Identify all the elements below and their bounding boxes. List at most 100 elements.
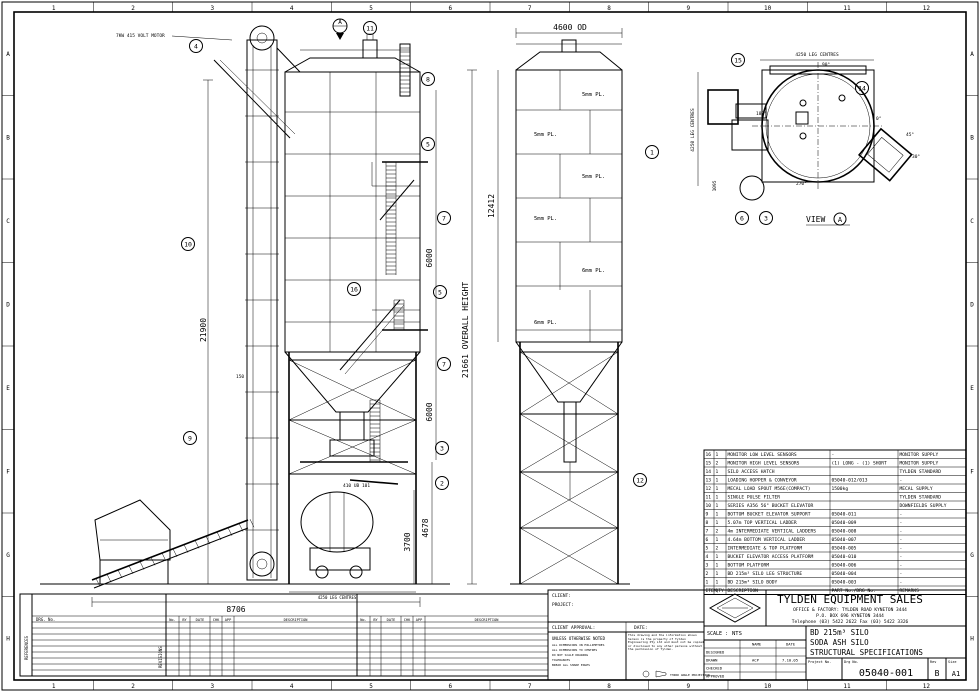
parts-list-cell: 1 [716,495,719,501]
parts-list-cell: 2 [716,546,719,552]
parts-list-cell: 1 [716,512,719,518]
border-row-right: G [970,552,974,559]
drg-no-label: Drg No. [844,660,859,664]
item-balloon-number: 3 [764,215,768,223]
item-balloon-number: 8 [426,76,430,84]
item-balloon-number: 4 [194,43,198,51]
parts-list-cell: - [900,555,903,560]
revision-header: DATE [196,618,205,622]
role-date-header: DATE [786,642,796,647]
item-balloon-number: 16 [350,286,358,294]
parts-list-cell: 5 [706,546,709,552]
item-balloon [759,211,773,225]
role-label: CHECKED [706,666,723,671]
parts-list-cell: 3 [706,563,709,569]
item-balloon [437,211,451,225]
border-column-bottom: 5 [369,683,373,690]
parts-list-cell: 1 [716,469,719,475]
border-column-bottom: 10 [764,683,772,690]
beam-note: 410 UB 101 [343,483,370,489]
parts-list-cell: MONITOR LOW LEVEL SENSORS [728,452,797,458]
border-column-top: 6 [449,5,453,12]
parts-list-cell: BOTTOM PLATFORM [728,563,770,569]
title-block: TYLDEN EQUIPMENT SALES OFFICE & FACTORY:… [703,589,967,681]
parts-list-cell: 2 [716,529,719,535]
angle-45: 45° [906,132,914,138]
border-column-bottom: 7 [528,683,532,690]
dim-150: 150 [236,374,244,380]
references-label: REFERENCES [24,635,29,660]
revision-header: DESCRIPTION [475,618,499,622]
parts-list-cell: DOWNFIELDS SUPPLY [900,503,947,509]
parts-list-cell: 1 [716,478,719,484]
date-label: DATE: [634,625,648,631]
revisions-label: REVISIONS [158,646,163,668]
parts-list-cell: 9 [706,512,709,518]
parts-list-cell: - [900,530,903,535]
parts-list-cell: TYLDEN STANDARD [900,469,942,475]
border-row-right: H [970,635,974,642]
angle-180: 180° [756,111,767,117]
border-row-left: G [6,552,10,559]
parts-list-cell: TYLDEN STANDARD [900,495,942,501]
parts-list-cell: MONITOR SUPPLY [900,452,939,458]
parts-list-cell: 2 [706,571,709,577]
dim-6000-upper: 6000 [425,248,434,267]
angle-0: 0° [876,116,882,122]
scale-value: NTS [732,631,742,637]
item-balloon-number: 3 [440,445,444,453]
dim-height-21900: 21900 [199,318,208,342]
item-balloon [421,72,435,86]
drawing-title-2: SODA ASH SILO [810,638,869,647]
dim-3700: 3700 [403,532,412,551]
dim-12412: 12412 [487,194,496,218]
item-balloon [435,476,449,490]
parts-list-cell: 2 [716,461,719,467]
parts-list-cell: MONITOR SUPPLY [900,461,939,467]
parts-list-cell: 1 [716,520,719,526]
parts-list-cell: MECAL LOAD SPOUT M56E(COMPACT) [728,486,811,492]
project-no-label: Project No. [808,660,831,664]
parts-list-cell: - [900,479,903,484]
company-logo-icon [708,593,762,623]
revision-header: BY [182,618,187,622]
border-row-left: E [6,385,10,392]
border-column-bottom: 2 [131,683,135,690]
dim-leg-centres: 4250 LEG CENTRES [318,595,357,600]
parts-list-cell: 1 [706,580,709,586]
border-column-top: 12 [923,5,931,12]
item-balloon [181,237,195,251]
note-1: ALL DIMENSIONS IN MILLIMETRES [552,643,605,647]
parts-list-cell: 4 [706,554,709,560]
note-4: TOLERANCES [552,658,570,662]
parts-list-cell: 14 [706,469,712,475]
item-balloon-number: 5 [438,289,442,297]
item-balloon [731,53,745,67]
item-balloon [633,473,647,487]
border-row-right: A [970,51,974,58]
role-name-header: NAME [752,642,762,647]
parts-list-cell: 05040-009 [832,520,857,526]
border-column-top: 9 [687,5,691,12]
drawn-by: ACP [752,658,760,663]
parts-list-cell: 15 [706,461,712,467]
parts-list-cell: 05040-010 [832,554,857,560]
dim-overall-height: 21661 OVERALL HEIGHT [461,282,470,379]
parts-list-cell: - [900,513,903,518]
front-elevation-view: 4600 OD 12412 21661 OVERALL HEIGHT 5mm P… [461,23,630,585]
parts-list-cell: 10 [706,503,712,509]
motor-note: 7KW 415 VOLT MOTOR [116,33,165,39]
parts-list-cell: 11 [706,495,712,501]
projection-label: THIRD ANGLE PROJECTION [670,673,710,677]
rev-value: B [935,669,940,678]
border-row-left: F [6,468,10,475]
role-label: APPROVED [706,674,725,679]
angle-90: 90° [822,62,830,68]
item-balloon-number: 7 [442,361,446,369]
item-balloon [735,211,749,225]
border-column-top: 7 [528,5,532,12]
border-column-top: 10 [764,5,772,12]
revision-header: CHK [213,618,220,622]
parts-list-cell: - [900,572,903,577]
